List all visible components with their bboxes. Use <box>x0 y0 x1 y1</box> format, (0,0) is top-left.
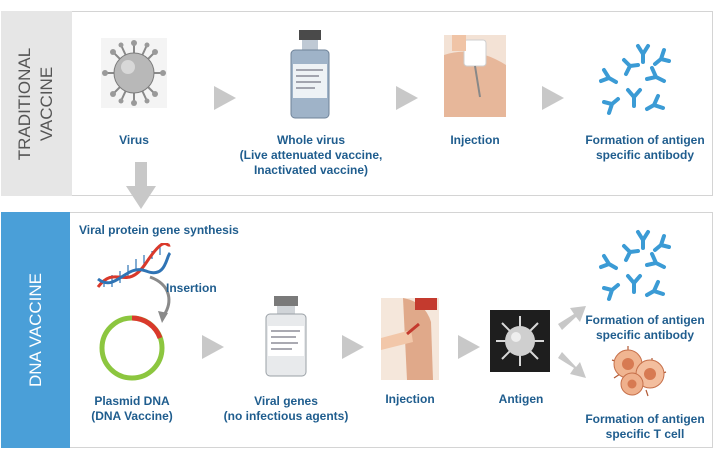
whole-virus-line2: (Live attenuated vaccine, <box>239 148 383 162</box>
arrow-right-1 <box>214 86 236 110</box>
arrow-right-2 <box>396 86 418 110</box>
virus-image <box>101 38 167 108</box>
arrow-right-5 <box>342 335 364 359</box>
traditional-side-label: TRADITIONAL VACCINE <box>1 11 72 196</box>
arrow-right-6 <box>458 335 480 359</box>
antibody-caption-1-line2: specific antibody <box>595 148 695 162</box>
arrow-right-4 <box>202 335 224 359</box>
synthesis-caption: Viral protein gene synthesis <box>79 223 239 237</box>
whole-virus-line1: Whole virus <box>276 133 345 147</box>
traditional-side-line2: VACCINE <box>37 66 57 141</box>
insertion-arrow <box>146 275 176 325</box>
viral-genes-caption: Viral genes (no infectious agents) <box>222 394 350 424</box>
plasmid-caption-line1: Plasmid DNA <box>94 394 170 408</box>
injection-image-1 <box>444 35 506 117</box>
injection-caption-1: Injection <box>450 133 500 147</box>
t-cell-caption-line1: Formation of antigen <box>585 412 705 426</box>
antibody-caption-1: Formation of antigen specific antibody <box>580 133 710 163</box>
arrow-down <box>126 162 156 210</box>
arrow-right-3 <box>542 86 564 110</box>
viral-genes-vial-image <box>260 296 312 378</box>
whole-virus-line3: Inactivated vaccine) <box>253 163 369 177</box>
t-cell-caption: Formation of antigen specific T cell <box>580 412 710 442</box>
antibody-caption-2-line2: specific antibody <box>595 328 695 342</box>
arrow-diagonal-up <box>556 304 586 332</box>
injection-caption-2: Injection <box>385 392 435 406</box>
virus-caption: Virus <box>119 133 149 147</box>
antibody-caption-2-line1: Formation of antigen <box>585 313 705 327</box>
plasmid-image <box>97 313 167 383</box>
whole-virus-caption: Whole virus (Live attenuated vaccine, In… <box>237 133 385 178</box>
dna-side-label: DNA VACCINE <box>1 212 70 448</box>
whole-virus-vial-image <box>285 30 335 120</box>
antigen-image <box>490 310 550 372</box>
arrow-diagonal-down <box>556 352 586 382</box>
t-cell-caption-line2: specific T cell <box>605 427 685 441</box>
plasmid-caption-line2: (DNA Vaccine) <box>91 409 173 423</box>
antibody-caption-1-line1: Formation of antigen <box>585 133 705 147</box>
dna-side-label-text: DNA VACCINE <box>25 273 45 387</box>
antibody-caption-2: Formation of antigen specific antibody <box>580 313 710 343</box>
viral-genes-caption-line1: Viral genes <box>254 394 318 408</box>
antibody-cluster-2 <box>598 228 674 304</box>
antibody-cluster-1 <box>598 42 674 120</box>
antigen-caption: Antigen <box>498 392 544 406</box>
viral-genes-caption-line2: (no infectious agents) <box>223 409 349 423</box>
traditional-side-line1: TRADITIONAL <box>15 47 35 160</box>
dna-vaccine-panel <box>1 212 713 448</box>
dna-helix-image <box>96 243 172 293</box>
injection-image-2 <box>381 298 439 380</box>
insertion-caption: Insertion <box>166 281 217 295</box>
t-cell-image <box>608 344 670 400</box>
plasmid-caption: Plasmid DNA (DNA Vaccine) <box>76 394 188 424</box>
